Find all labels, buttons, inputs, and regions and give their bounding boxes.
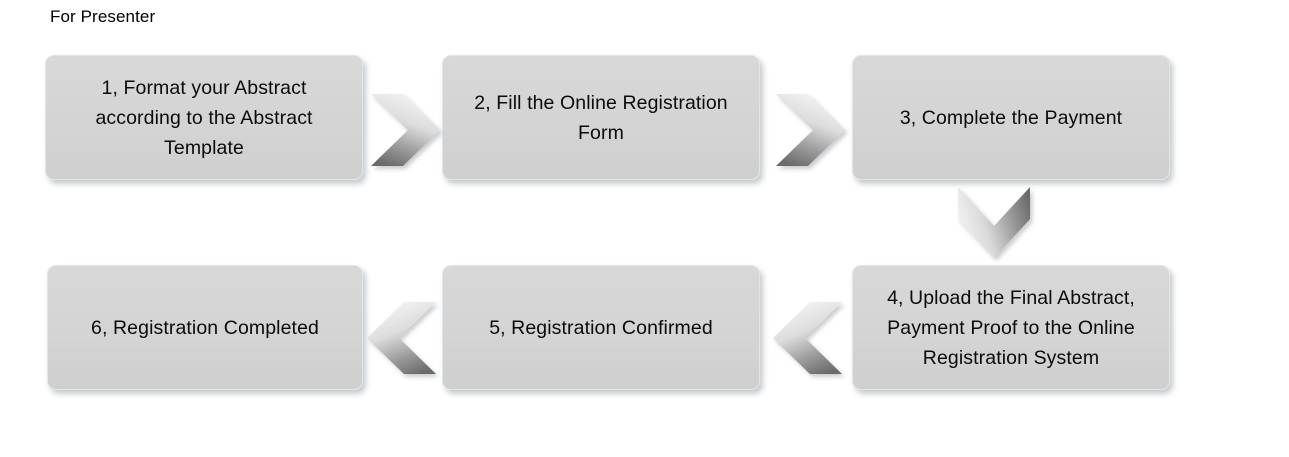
process-node-label: 3, Complete the Payment (899, 106, 1123, 129)
process-node-step-2[interactable]: 2, Fill the Online Registration Form (442, 55, 760, 180)
arrow-right-icon-step1-to-step2 (370, 92, 442, 168)
process-node-label: 4, Upload the Final Abstract, Payment Pr… (887, 286, 1135, 369)
process-node-label: 1, Format your Abstract according to the… (95, 76, 313, 159)
page-title: For Presenter (50, 7, 156, 26)
process-node-step-5[interactable]: 5, Registration Confirmed (442, 265, 760, 390)
arrow-right-icon-step2-to-step3 (775, 92, 847, 168)
process-node-label: 2, Fill the Online Registration Form (474, 91, 728, 144)
process-node-step-3[interactable]: 3, Complete the Payment (852, 55, 1170, 180)
process-node-label: 6, Registration Completed (91, 316, 319, 339)
arrow-left-icon-step4-to-step5 (772, 300, 844, 376)
process-node-step-1[interactable]: 1, Format your Abstract according to the… (45, 55, 363, 180)
process-node-label: 5, Registration Confirmed (489, 316, 713, 339)
process-node-step-6[interactable]: 6, Registration Completed (47, 265, 363, 390)
arrow-left-icon-step5-to-step6 (366, 300, 438, 376)
arrow-down-icon-step3-to-step4 (956, 186, 1032, 260)
process-node-step-4[interactable]: 4, Upload the Final Abstract, Payment Pr… (852, 265, 1170, 390)
